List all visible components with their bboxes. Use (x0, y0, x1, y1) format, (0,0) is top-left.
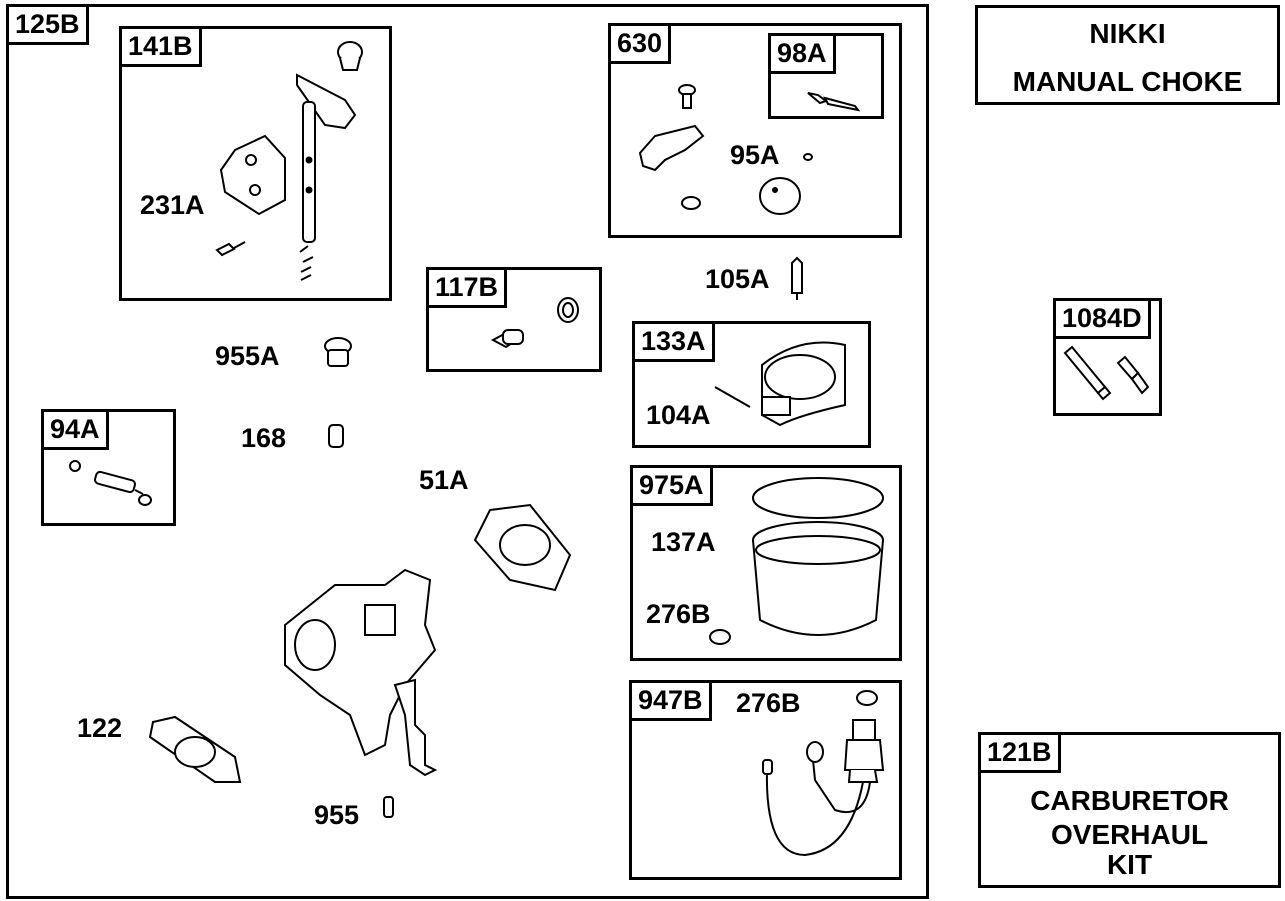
group-98A-label: 98A (768, 33, 836, 74)
screw-168-icon (328, 424, 344, 448)
part-955-label: 955 (314, 800, 360, 830)
title-line-1: NIKKI (1089, 18, 1166, 49)
choke-lever-parts-icon (638, 84, 861, 215)
kit-title-line-2: OVERHAUL (1050, 819, 1209, 850)
part-955A-label: 955A (215, 341, 280, 371)
fuel-solenoid-icon (762, 690, 885, 857)
part-168-label: 168 (241, 423, 287, 453)
kit-title-line-3: KIT (1106, 849, 1153, 880)
group-630-label: 630 (608, 23, 672, 64)
group-975A-label: 975A (630, 465, 713, 506)
gasket-122-icon (148, 715, 242, 783)
group-94A-label: 94A (41, 409, 109, 450)
group-141B-label: 141B (119, 26, 202, 67)
group-121B-label: 121B (978, 732, 1061, 773)
group-947B-label: 947B (629, 680, 712, 721)
idle-screw-icon (69, 460, 152, 506)
choke-shaft-icon (215, 41, 363, 281)
part-137A-label: 137A (651, 527, 716, 557)
group-133A-label: 133A (632, 321, 715, 362)
part-122-label: 122 (77, 713, 123, 743)
gasket-51A-icon (473, 503, 572, 592)
part-95A-label: 95A (730, 140, 780, 170)
title-box: NIKKI MANUAL CHOKE (975, 5, 1280, 105)
carburetor-body-icon (284, 568, 438, 777)
tool-kit-icon (1063, 345, 1150, 401)
group-947B[interactable]: 947B (629, 680, 902, 880)
part-104A-label: 104A (646, 400, 711, 430)
part-231A-label: 231A (140, 190, 205, 220)
group-121B[interactable]: 121B CARBURETOR OVERHAUL KIT (978, 732, 1281, 888)
main-frame-label: 125B (6, 4, 89, 45)
group-1084D-label: 1084D (1053, 298, 1151, 339)
float-bowl-icon (709, 477, 884, 645)
group-94A[interactable]: 94A (41, 409, 176, 526)
part-51A-label: 51A (419, 465, 469, 495)
part-276B-label-947B: 276B (736, 688, 801, 718)
jet-and-ring-icon (490, 297, 579, 349)
group-98A[interactable]: 98A (768, 33, 884, 119)
group-117B-label: 117B (426, 267, 508, 308)
kit-title-line-1: CARBURETOR (1030, 785, 1229, 816)
bolt-955A-icon (324, 337, 352, 367)
needle-valve-icon (791, 256, 803, 300)
title-line-2: MANUAL CHOKE (1012, 66, 1243, 97)
dowel-955-icon (383, 796, 394, 818)
float-icon (714, 341, 846, 427)
part-276B-label-975A: 276B (646, 599, 711, 629)
part-105A-label: 105A (705, 264, 770, 294)
